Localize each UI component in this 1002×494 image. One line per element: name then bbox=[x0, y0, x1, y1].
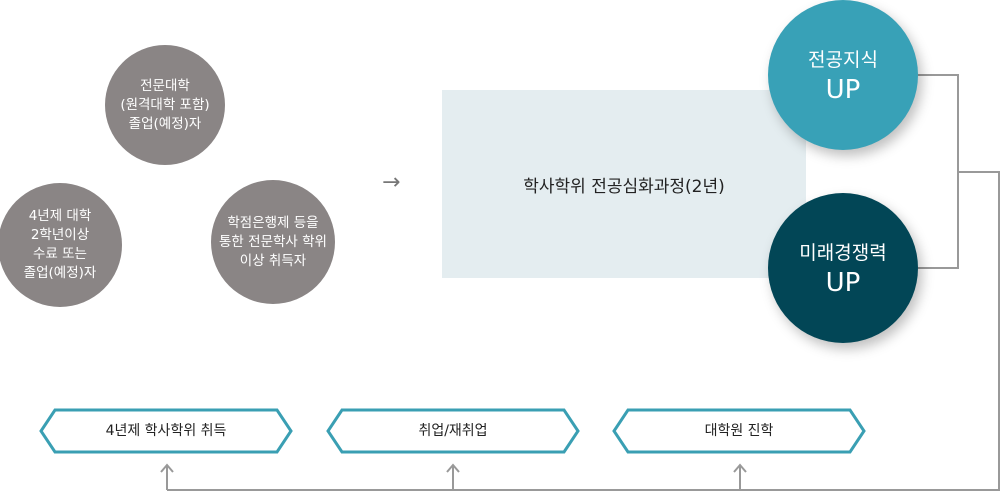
qualification-label: 학점은행제 등을 통한 전문학사 학위 이상 취득자 bbox=[219, 214, 327, 269]
path-label: 4년제 학사학위 취득 bbox=[105, 423, 227, 439]
qualification-circle: 학점은행제 등을 통한 전문학사 학위 이상 취득자 bbox=[211, 180, 335, 304]
program-title: 학사학위 전공심화과정(2년) bbox=[523, 176, 725, 197]
qualification-circle: 전문대학 (원격대학 포함) 졸업(예정)자 bbox=[105, 45, 225, 165]
path-degree: 4년제 학사학위 취득 bbox=[39, 408, 293, 454]
path-label: 취업/재취업 bbox=[418, 423, 488, 439]
arrow-right-icon: → bbox=[382, 170, 401, 195]
outcome-title: 미래경쟁력 bbox=[799, 242, 887, 264]
outcome-title: 전공지식 bbox=[808, 49, 878, 71]
qualification-circle: 4년제 대학 2학년이상 수료 또는 졸업(예정)자 bbox=[0, 183, 122, 307]
outcome-up: UP bbox=[825, 268, 861, 298]
qualification-label: 4년제 대학 2학년이상 수료 또는 졸업(예정)자 bbox=[23, 208, 97, 281]
outcome-circle-knowledge: 전공지식 UP bbox=[768, 0, 918, 150]
path-label: 대학원 진학 bbox=[704, 423, 774, 439]
program-panel: 학사학위 전공심화과정(2년) bbox=[442, 90, 806, 278]
qualification-label: 전문대학 (원격대학 포함) 졸업(예정)자 bbox=[120, 77, 210, 132]
outcome-up: UP bbox=[825, 75, 861, 105]
path-employment: 취업/재취업 bbox=[326, 408, 580, 454]
path-graduate-school: 대학원 진학 bbox=[612, 408, 866, 454]
outcome-circle-competitiveness: 미래경쟁력 UP bbox=[768, 193, 918, 343]
